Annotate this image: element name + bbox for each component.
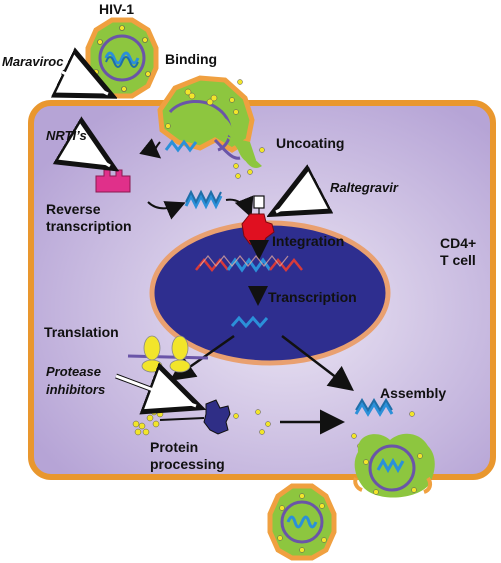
label-assembly: Assembly	[380, 385, 446, 401]
viral-rna-uncoated	[164, 139, 198, 153]
integrase-icon	[241, 195, 275, 247]
processed-protein-icon	[233, 409, 271, 435]
cdna-helix-icon	[184, 189, 223, 210]
integrated-dna-icon	[195, 255, 303, 273]
label-transcription: Transcription	[268, 289, 357, 305]
label-integration: Integration	[272, 233, 344, 249]
virus-top-icon	[85, 17, 159, 99]
label-hiv: HIV-1	[99, 1, 134, 17]
label-translation: Translation	[44, 324, 119, 340]
budding-virus-icon	[354, 433, 435, 498]
label-transcription-rt: transcription	[46, 218, 132, 234]
label-protein: Protein	[150, 439, 198, 455]
label-protease: Protease	[46, 364, 101, 379]
label-tcell: T cell	[440, 252, 476, 268]
label-uncoating: Uncoating	[276, 135, 344, 151]
virus-released-icon	[267, 483, 337, 561]
label-reverse: Reverse	[46, 201, 101, 217]
mrna-nucleus	[230, 315, 269, 329]
label-binding: Binding	[165, 51, 217, 67]
uncoating-icon	[200, 129, 265, 179]
label-inhibitors: inhibitors	[46, 382, 105, 397]
label-maraviroc: Maraviroc	[2, 54, 64, 69]
label-cd4: CD4+	[440, 235, 476, 251]
label-processing: processing	[150, 456, 225, 472]
label-raltegravir: Raltegravir	[330, 180, 399, 195]
label-nrtis: NRTI’s	[46, 128, 87, 143]
protease-icon	[203, 399, 231, 435]
